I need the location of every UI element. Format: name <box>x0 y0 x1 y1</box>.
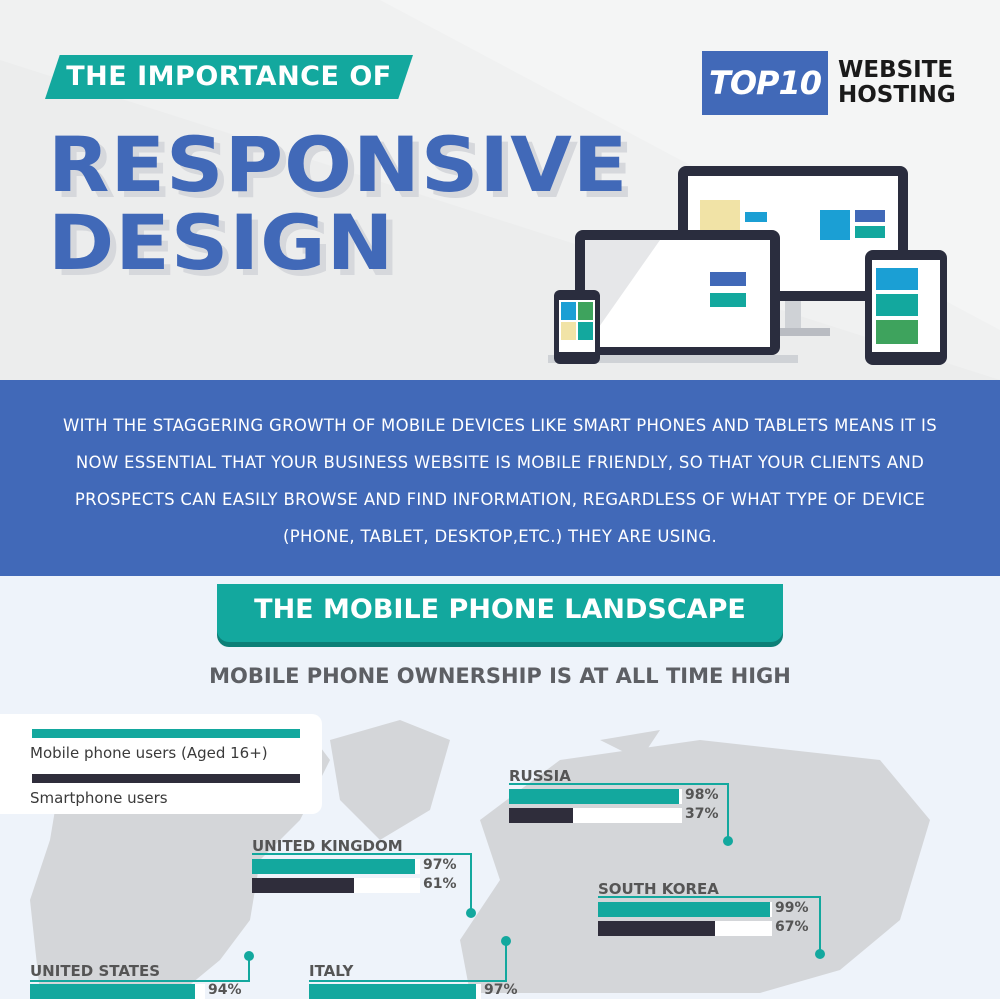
bar-track-smart <box>252 878 420 893</box>
kicker-banner: THE IMPORTANCE OF <box>45 55 413 99</box>
bar-mobile-italy <box>309 984 476 999</box>
legend: Mobile phone users (Aged 16+) Smartphone… <box>0 714 322 814</box>
bar-track-mobile <box>598 902 772 917</box>
hero-section: THE IMPORTANCE OF RESPONSIVE DESIGN TOP1… <box>0 0 1000 380</box>
devices-illustration <box>548 166 947 365</box>
country-label-russia: RUSSIA <box>509 767 571 785</box>
bar-mobile-south-korea <box>598 902 771 917</box>
bar-mobile-united-states <box>30 984 195 999</box>
legend-swatch-mobile <box>32 729 300 738</box>
section-title-banner: THE MOBILE PHONE LANDSCAPE <box>217 584 783 642</box>
tablet-icon <box>865 250 947 365</box>
legend-label-smart: Smartphone users <box>30 789 168 807</box>
country-label-united-kingdom: UNITED KINGDOM <box>252 837 403 855</box>
bar-mobile-united-kingdom <box>252 859 415 874</box>
country-label-south-korea: SOUTH KOREA <box>598 880 719 898</box>
connector-line <box>252 853 472 912</box>
pct-mobile-united-kingdom: 97% <box>423 857 457 873</box>
connector-line <box>505 940 507 980</box>
legend-label-mobile: Mobile phone users (Aged 16+) <box>30 744 268 762</box>
bar-track-mobile <box>252 859 420 874</box>
bar-smart-russia <box>509 808 573 823</box>
phone-icon <box>554 290 600 364</box>
country-label-united-states: UNITED STATES <box>30 962 161 980</box>
location-dot <box>723 836 733 846</box>
location-dot <box>466 908 476 918</box>
pct-smart-russia: 37% <box>685 806 719 822</box>
logo-badge: TOP10 <box>702 51 828 115</box>
pct-smart-south-korea: 67% <box>775 919 809 935</box>
bar-smart-south-korea <box>598 921 715 936</box>
country-label-italy: ITALY <box>309 962 354 980</box>
title-line-2: DESIGN <box>48 198 395 287</box>
bar-mobile-russia <box>509 789 679 804</box>
logo-line-2: HOSTING <box>838 82 956 108</box>
pct-smart-united-kingdom: 61% <box>423 876 457 892</box>
intro-text: WITH THE STAGGERING GROWTH OF MOBILE DEV… <box>63 416 937 546</box>
connector-line <box>30 980 250 982</box>
bar-track-mobile <box>30 984 205 999</box>
pct-mobile-russia: 98% <box>685 787 719 803</box>
legend-swatch-smart <box>32 774 300 783</box>
pct-mobile-italy: 97% <box>484 982 518 998</box>
location-dot <box>501 936 511 946</box>
bar-track-smart <box>509 808 682 823</box>
intro-band: WITH THE STAGGERING GROWTH OF MOBILE DEV… <box>0 380 1000 576</box>
location-dot <box>244 951 254 961</box>
bar-track-smart <box>598 921 772 936</box>
desktop-monitor-icon <box>678 166 908 336</box>
location-dot <box>815 949 825 959</box>
connector-line <box>309 980 507 982</box>
pct-mobile-united-states: 94% <box>208 982 242 998</box>
connector-line <box>509 783 729 840</box>
title-line-1: RESPONSIVE <box>48 120 629 209</box>
logo-line-1: WEBSITE <box>838 57 954 83</box>
connector-line <box>598 896 821 953</box>
pct-mobile-south-korea: 99% <box>775 900 809 916</box>
laptop-icon <box>548 230 798 363</box>
bar-smart-united-kingdom <box>252 878 355 893</box>
section-subtitle: MOBILE PHONE OWNERSHIP IS AT ALL TIME HI… <box>209 664 791 688</box>
bar-track-mobile <box>509 789 682 804</box>
bar-track-mobile <box>309 984 481 999</box>
